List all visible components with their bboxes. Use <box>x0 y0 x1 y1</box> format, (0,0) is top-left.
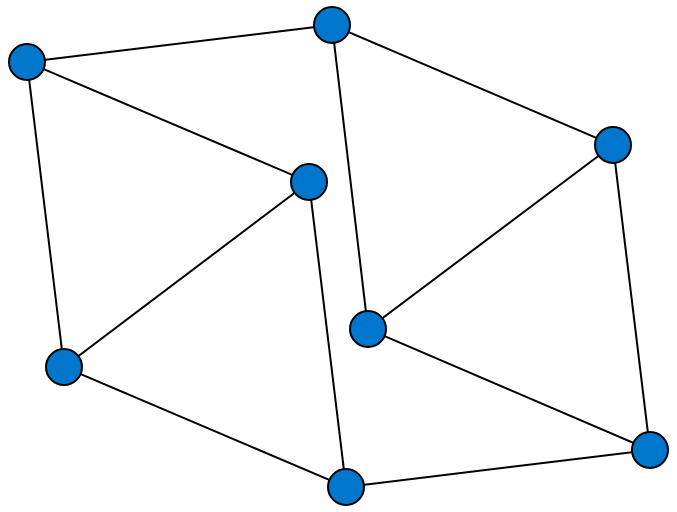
node-c <box>290 163 328 201</box>
edge-a-e <box>26 61 65 368</box>
node-a <box>8 43 46 81</box>
edge-d-f <box>367 144 614 330</box>
edge-b-f <box>331 24 369 330</box>
node-g <box>327 468 365 506</box>
edge-e-g <box>63 366 347 488</box>
edge-c-g <box>308 181 347 488</box>
nodes-layer <box>8 6 669 506</box>
edge-c-e <box>63 181 310 368</box>
edge-a-b <box>26 24 333 63</box>
edge-a-c <box>26 61 310 183</box>
edges-layer <box>26 24 651 488</box>
node-d <box>594 126 632 164</box>
node-f <box>349 310 387 348</box>
edge-f-h <box>367 328 651 451</box>
edge-g-h <box>345 449 651 488</box>
node-b <box>313 6 351 44</box>
node-e <box>45 348 83 386</box>
edge-b-d <box>331 24 614 146</box>
node-h <box>631 431 669 469</box>
edge-d-h <box>612 144 651 451</box>
